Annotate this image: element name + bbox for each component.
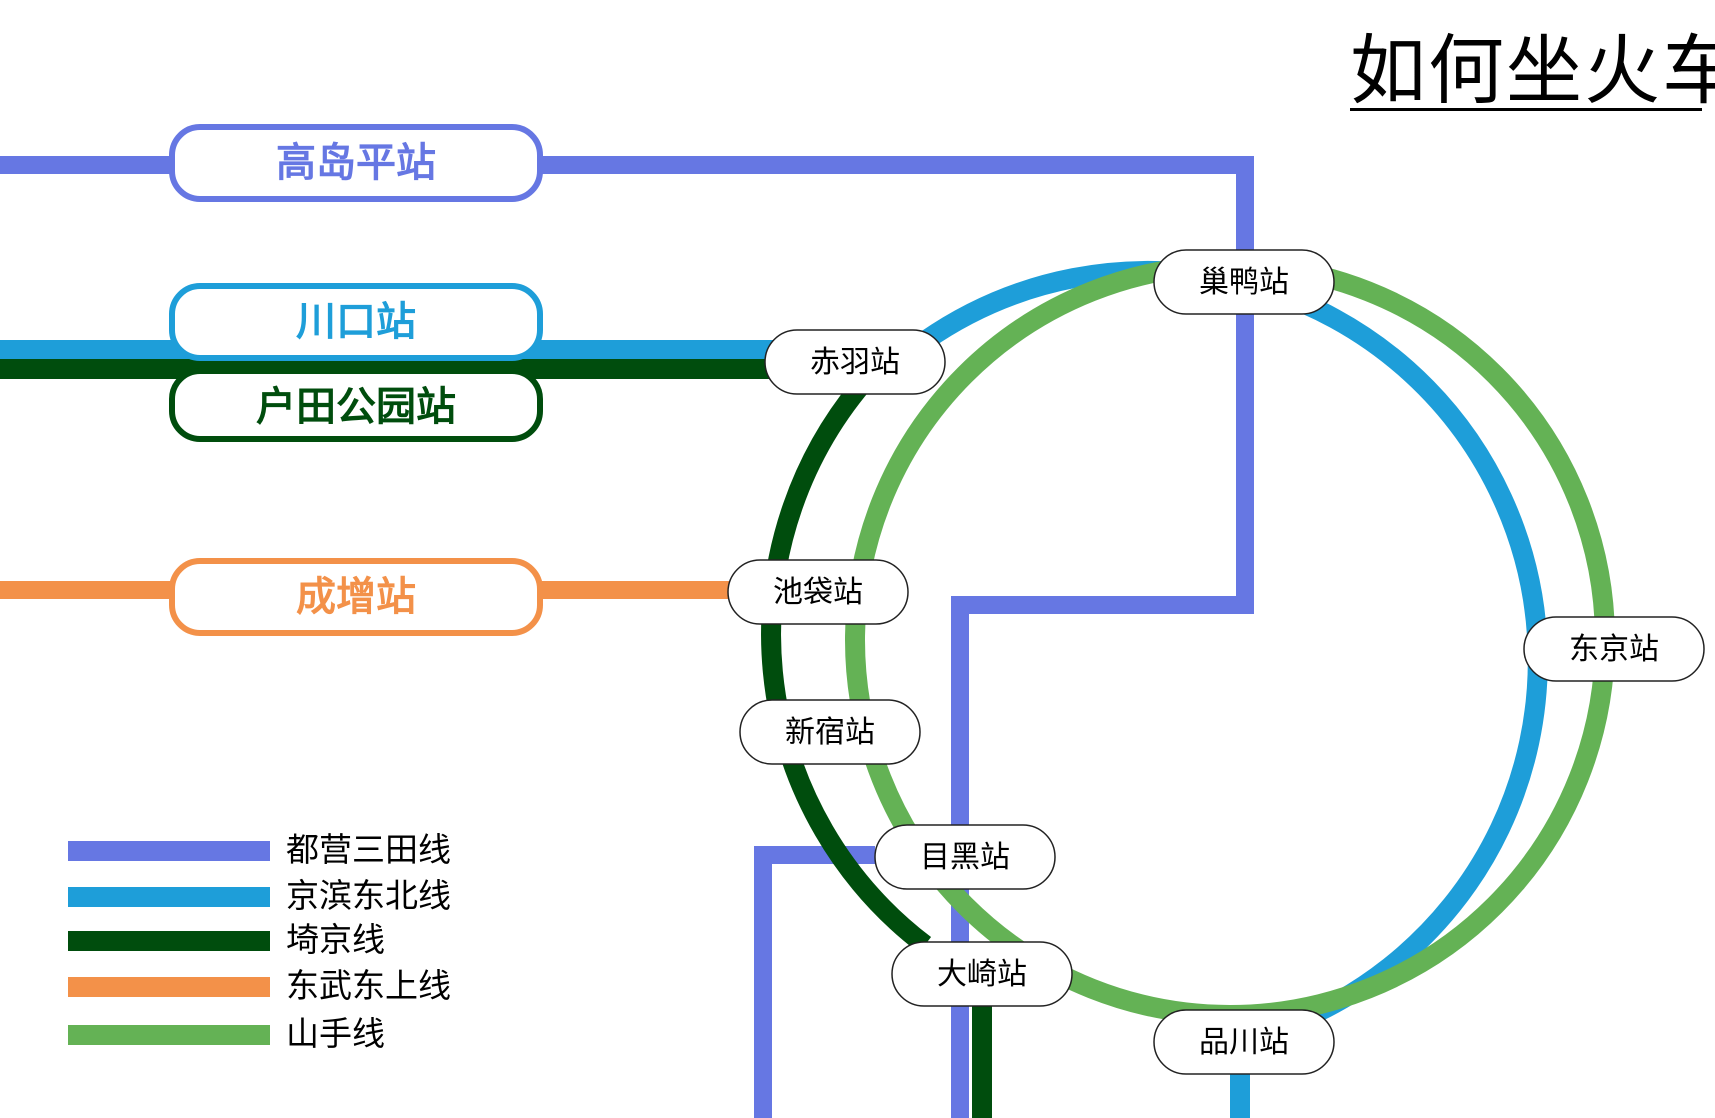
terminal-narimasu-label: 成增站	[296, 574, 416, 620]
toei-mita-line-track	[0, 156, 1254, 1118]
page-title: 如何坐火车	[1350, 26, 1715, 115]
title-underline	[1350, 108, 1702, 111]
legend-item-saikyo: 埼京线	[68, 920, 488, 960]
keihin-tohoku-line-arc	[919, 260, 1548, 1049]
station-osaki-label: 大崎站	[937, 957, 1027, 992]
station-meguro-label: 目黑站	[920, 840, 1010, 875]
legend-label-saikyo: 埼京线	[286, 920, 385, 959]
station-shinagawa-pill	[1153, 1009, 1335, 1075]
terminal-takashimadaira-label: 高岛平站	[276, 140, 436, 186]
station-shinjuku-label: 新宿站	[785, 715, 875, 750]
station-shinagawa[interactable]: 品川站	[1153, 1009, 1335, 1075]
legend-label-yamanote: 山手线	[286, 1014, 385, 1053]
legend-item-yamanote: 山手线	[68, 1014, 488, 1054]
station-sugamo-label: 巢鸭站	[1199, 265, 1289, 300]
station-osaki-pill	[891, 941, 1073, 1007]
station-osaki[interactable]: 大崎站	[891, 941, 1073, 1007]
legend-swatch-saikyo	[68, 931, 270, 951]
legend-label-keihin-tohoku: 京滨东北线	[286, 876, 451, 915]
terminal-todakoen-box	[169, 368, 543, 442]
station-sugamo-pill	[1153, 249, 1335, 315]
station-akabane[interactable]: 赤羽站	[764, 329, 946, 395]
station-sugamo[interactable]: 巢鸭站	[1153, 249, 1335, 315]
legend-item-tobu-tojo: 东武东上线	[68, 966, 488, 1006]
station-ikebukuro[interactable]: 池袋站	[727, 559, 909, 625]
legend-item-toei-mita: 都营三田线	[68, 830, 488, 870]
terminal-todakoen[interactable]: 户田公园站	[169, 368, 543, 442]
legend-swatch-keihin-tohoku	[68, 887, 270, 907]
terminal-kawaguchi-box	[169, 283, 543, 361]
station-tokyo[interactable]: 东京站	[1523, 616, 1705, 682]
station-shinagawa-label: 品川站	[1199, 1025, 1289, 1060]
terminal-kawaguchi[interactable]: 川口站	[169, 283, 543, 361]
legend-label-toei-mita: 都营三田线	[286, 830, 451, 869]
station-akabane-pill	[764, 329, 946, 395]
station-shinjuku-pill	[739, 699, 921, 765]
terminal-narimasu-box	[169, 558, 543, 636]
station-meguro-pill	[874, 824, 1056, 890]
terminal-takashimadaira[interactable]: 高岛平站	[169, 124, 543, 202]
terminal-narimasu[interactable]: 成增站	[169, 558, 543, 636]
legend-swatch-toei-mita	[68, 841, 270, 861]
terminal-kawaguchi-label: 川口站	[296, 299, 416, 345]
station-meguro[interactable]: 目黑站	[874, 824, 1056, 890]
terminal-takashimadaira-box	[169, 124, 543, 202]
terminal-todakoen-label: 户田公园站	[256, 384, 456, 430]
saikyo-line-arc	[761, 368, 932, 953]
legend-swatch-tobu-tojo	[68, 977, 270, 997]
station-ikebukuro-pill	[727, 559, 909, 625]
legend-item-keihin-tohoku: 京滨东北线	[68, 876, 488, 916]
station-tokyo-pill	[1523, 616, 1705, 682]
station-shinjuku[interactable]: 新宿站	[739, 699, 921, 765]
legend-label-tobu-tojo: 东武东上线	[286, 966, 451, 1005]
station-ikebukuro-label: 池袋站	[773, 575, 863, 610]
station-akabane-label: 赤羽站	[810, 345, 900, 380]
title-block: 如何坐火车	[1350, 28, 1715, 114]
station-tokyo-label: 东京站	[1569, 632, 1659, 667]
legend-swatch-yamanote	[68, 1025, 270, 1045]
